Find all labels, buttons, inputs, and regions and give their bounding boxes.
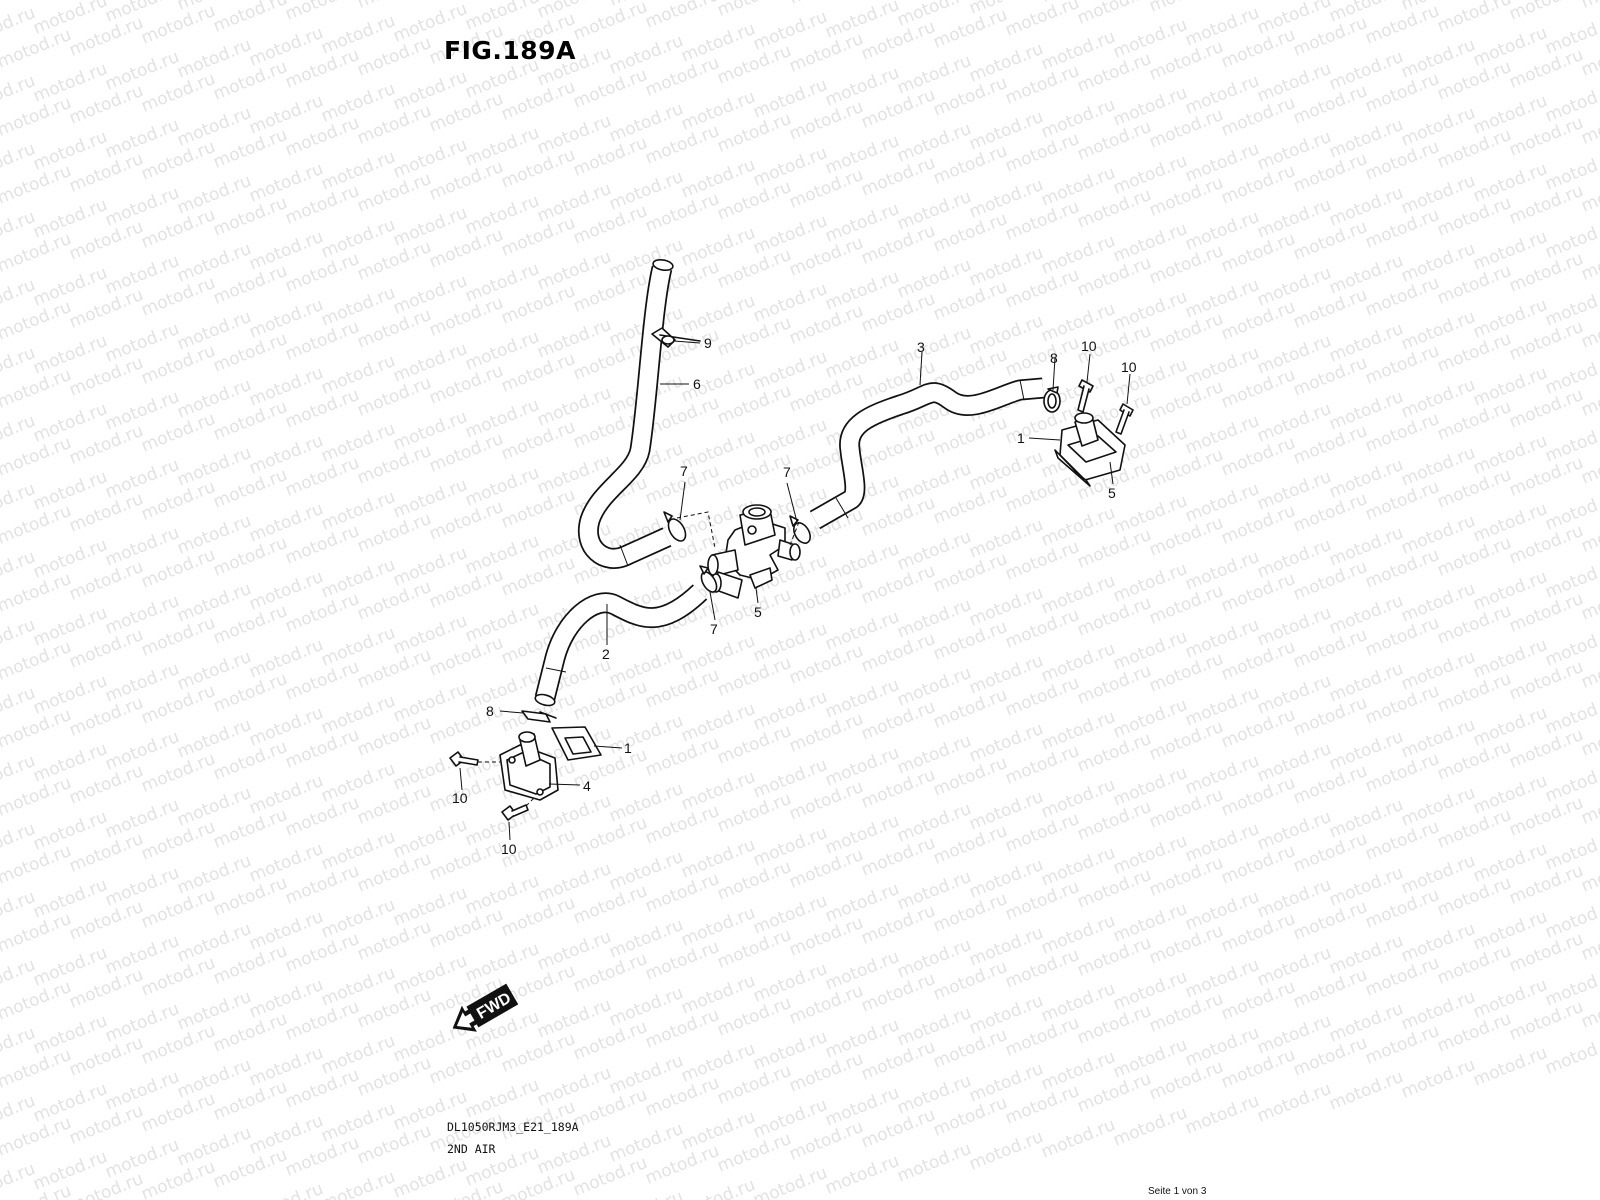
callout-7-left: 7 xyxy=(680,463,688,479)
bolt-10-upper-a xyxy=(1077,379,1094,413)
callout-5-lower: 4 xyxy=(583,778,591,794)
clamp-7-right xyxy=(789,515,811,544)
clamp-8-lower xyxy=(521,710,557,723)
bolt-10-lower-a xyxy=(449,751,500,767)
callout-10-lower-a: 10 xyxy=(452,790,468,806)
fwd-arrow-icon: FWD xyxy=(452,983,519,1032)
figure-title: FIG.189A xyxy=(444,36,576,65)
bolt-10-lower-b xyxy=(501,795,537,821)
clamp-7-left xyxy=(663,511,687,542)
reed-valve-lower xyxy=(499,731,559,801)
callout-6: 6 xyxy=(693,376,701,392)
leader-lines xyxy=(459,340,1131,841)
model-code: DL1050RJM3_E21_189A xyxy=(447,1120,579,1134)
callout-9: 9 xyxy=(704,335,712,351)
callout-labels: 9 6 7 7 7 5 2 3 8 10 10 1 5 8 1 4 10 10 xyxy=(452,335,1137,857)
hose-3 xyxy=(809,377,1044,530)
callout-5-upper: 5 xyxy=(1108,485,1116,501)
callout-10-upper-a: 10 xyxy=(1081,338,1097,354)
valve-4 xyxy=(707,504,801,599)
callout-1-upper: 1 xyxy=(1017,430,1025,446)
clamp-7-lower xyxy=(699,565,718,593)
callout-8-lower: 8 xyxy=(486,703,494,719)
reed-valve-upper xyxy=(1054,412,1126,487)
callout-7-lower: 7 xyxy=(710,621,718,637)
callout-10-lower-b: 10 xyxy=(501,841,517,857)
callout-1-lower: 1 xyxy=(624,740,632,756)
callout-2: 2 xyxy=(602,646,610,662)
callout-8-upper: 8 xyxy=(1050,350,1058,366)
callout-4: 5 xyxy=(754,604,762,620)
clamp-9 xyxy=(651,327,701,348)
callout-3: 3 xyxy=(917,339,925,355)
hose-6 xyxy=(577,258,674,569)
section-name: 2ND AIR xyxy=(447,1142,496,1156)
gasket-1-lower xyxy=(551,726,602,761)
bolt-10-upper-b xyxy=(1115,403,1134,435)
connection-lines xyxy=(676,511,800,549)
callout-10-upper-b: 10 xyxy=(1121,359,1137,375)
page-label: Seite 1 von 3 xyxy=(1148,1186,1207,1197)
callout-7-right: 7 xyxy=(783,464,791,480)
hose-2 xyxy=(534,584,708,707)
clamp-8-upper xyxy=(1043,386,1061,413)
